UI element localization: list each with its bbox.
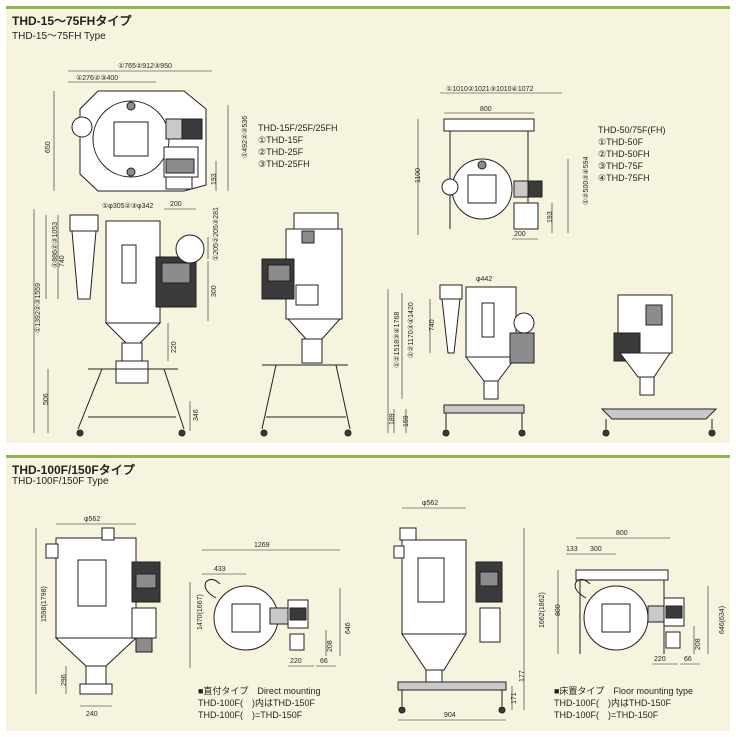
dim-total-height-direct: 1598(1798) xyxy=(41,586,48,622)
dim-800: 800 xyxy=(480,106,492,113)
dim-346: 346 xyxy=(193,409,200,421)
dim-1768: ①②1518③④1768 xyxy=(393,312,401,368)
dim-800-floor: 800 xyxy=(616,530,628,537)
dim-1269: 1269 xyxy=(254,542,270,549)
model-item: ③THD-75F xyxy=(598,161,644,171)
dim-506: 506 xyxy=(43,393,50,405)
dim-height-536: ①492②③536 xyxy=(241,116,249,158)
dim-133: 133 xyxy=(566,546,578,553)
front-view-floor xyxy=(393,527,507,714)
dim-193: 193 xyxy=(211,173,218,185)
dim-220-floor: 220 xyxy=(654,656,666,663)
dim-208: 208 xyxy=(327,640,334,652)
dim-diameter-small: ①φ305②③φ342 xyxy=(102,202,153,210)
panel-title: THD-100F/150Fタイプ xyxy=(12,463,135,477)
dim-total-width-small: ①765②912③950 xyxy=(118,62,172,70)
panel-subtitle: THD-15～75FH Type xyxy=(12,31,106,42)
dim-740: 740 xyxy=(59,255,66,267)
dim-width-276: ①276②③400 xyxy=(76,74,118,82)
dim-594: ①②500③④594 xyxy=(582,156,590,205)
dim-240: 240 xyxy=(86,711,98,718)
dim-200-large: 200 xyxy=(514,231,526,238)
dim-diameter-floor: φ562 xyxy=(422,500,438,507)
dim-740-large: 740 xyxy=(429,319,436,331)
panel-thd-100-150f: THD-100F/150Fタイプ THD-100F/150F Type φ562… xyxy=(6,455,730,731)
dim-171: 171 xyxy=(511,692,518,704)
dim-800-vertical: 800 xyxy=(555,604,562,616)
side-view-large xyxy=(600,294,718,437)
dim-1470: 1470(1667) xyxy=(197,594,204,630)
dim-300: 300 xyxy=(211,285,218,297)
dim-1053: ①886②③1053 xyxy=(51,222,59,268)
dim-904: 904 xyxy=(444,712,456,719)
dim-total-height-floor: 1662(1862) xyxy=(539,592,546,628)
model-item: ④THD-75FH xyxy=(598,173,650,183)
top-view-floor xyxy=(574,569,685,654)
side-view-small xyxy=(260,212,352,437)
dim-66-floor: 66 xyxy=(684,656,692,663)
dim-646: 646 xyxy=(345,622,352,634)
floor-mounting-note: THD-100F( )内はTHD-150F xyxy=(554,697,672,708)
dim-depth-650: 650 xyxy=(45,141,52,153)
drawing-thd-15-75fh: ①765②912③950 ①276②③400 650 ①492②③536 193… xyxy=(33,62,718,437)
dim-296: 296 xyxy=(61,674,68,686)
model-item: ②THD-50FH xyxy=(598,149,650,159)
dim-433: 433 xyxy=(214,566,226,573)
top-view-small xyxy=(71,90,207,192)
dim-205: ①205②205③281 xyxy=(212,207,220,261)
dim-177: 177 xyxy=(519,670,526,682)
drawing-thd-100-150f: φ562 1598(1798) 296 240 1269 433 1470(16… xyxy=(35,500,726,721)
direct-mounting-note: THD-100F( )内はTHD-150F xyxy=(198,697,316,708)
model-item: ①THD-50F xyxy=(598,137,644,147)
direct-mounting-label: ■直付タイプ Direct mounting xyxy=(198,685,320,696)
dim-1559: ①1392②③1559 xyxy=(34,283,42,333)
dim-diameter-direct: φ562 xyxy=(84,516,100,523)
dim-189: 189 xyxy=(389,413,396,425)
front-view-large xyxy=(439,284,535,437)
dim-66-direct: 66 xyxy=(320,658,328,665)
dim-total-width-large: ①1010②1021③1010④1072 xyxy=(446,85,533,93)
dim-220-direct: 220 xyxy=(290,658,302,665)
panel-title: THD-15～75FHタイプ xyxy=(12,14,132,28)
dim-646-floor: 646(634) xyxy=(719,606,726,634)
top-view-large xyxy=(441,118,543,230)
dim-193-large: 193 xyxy=(547,211,554,223)
front-view-direct xyxy=(45,527,161,695)
panel-subtitle: THD-100F/150F Type xyxy=(12,476,109,487)
floor-mounting-note: THD-100F( )=THD-150F xyxy=(554,710,659,720)
dim-159: 159 xyxy=(403,415,410,427)
model-heading-15-25: THD-15F/25F/25FH xyxy=(258,123,338,133)
model-heading-50-75: THD-50/75F(FH) xyxy=(598,125,666,135)
top-view-direct xyxy=(204,578,309,651)
model-item: ①THD-15F xyxy=(258,135,304,145)
panel-thd-15-75fh: THD-15～75FHタイプ THD-15～75FH Type ①765②912… xyxy=(6,6,730,443)
model-item: ②THD-25F xyxy=(258,147,304,157)
dim-220: 220 xyxy=(171,341,178,353)
dim-300-floor: 300 xyxy=(590,546,602,553)
floor-mounting-label: ■床置タイプ Floor mounting type xyxy=(554,685,693,696)
front-view-small xyxy=(69,214,205,437)
dim-diameter-large: φ442 xyxy=(476,276,492,283)
dim-208-floor: 208 xyxy=(695,638,702,650)
dim-1100: 1100 xyxy=(415,168,422,183)
direct-mounting-note: THD-100F( )=THD-150F xyxy=(198,710,303,720)
dim-200: 200 xyxy=(170,201,182,208)
model-item: ③THD-25FH xyxy=(258,159,310,169)
dim-1420: ①②1170③④1420 xyxy=(407,302,415,358)
